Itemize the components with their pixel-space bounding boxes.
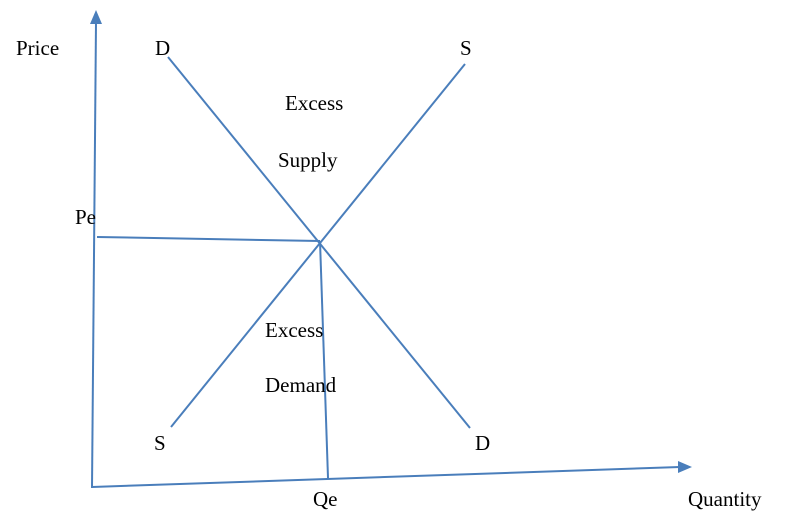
excess-demand-label-line2: Demand	[265, 373, 337, 397]
demand-curve-label-top: D	[155, 36, 171, 60]
price-axis-arrowhead	[90, 10, 102, 24]
quantity-axis-label: Quantity	[688, 487, 762, 511]
supply-curve	[170, 63, 466, 428]
quantity-axis-arrowhead	[678, 461, 692, 473]
supply-curve-label-bottom: S	[154, 431, 166, 455]
demand-curve-label-bottom: D	[475, 431, 491, 455]
price-axis-label: Price	[16, 36, 60, 60]
supply-curve-label-top: S	[460, 36, 472, 60]
equilibrium-quantity-label: Qe	[313, 487, 338, 511]
demand-curve	[167, 56, 471, 429]
excess-supply-label-line1: Excess	[285, 91, 344, 115]
quantity-axis	[91, 466, 681, 488]
equilibrium-price-line	[96, 236, 321, 242]
equilibrium-price-label: Pe	[75, 205, 96, 229]
equilibrium-quantity-line	[319, 240, 329, 479]
excess-supply-label-line2: Supply	[278, 148, 338, 172]
excess-demand-label-line1: Excess	[265, 318, 324, 342]
price-axis	[91, 21, 97, 489]
